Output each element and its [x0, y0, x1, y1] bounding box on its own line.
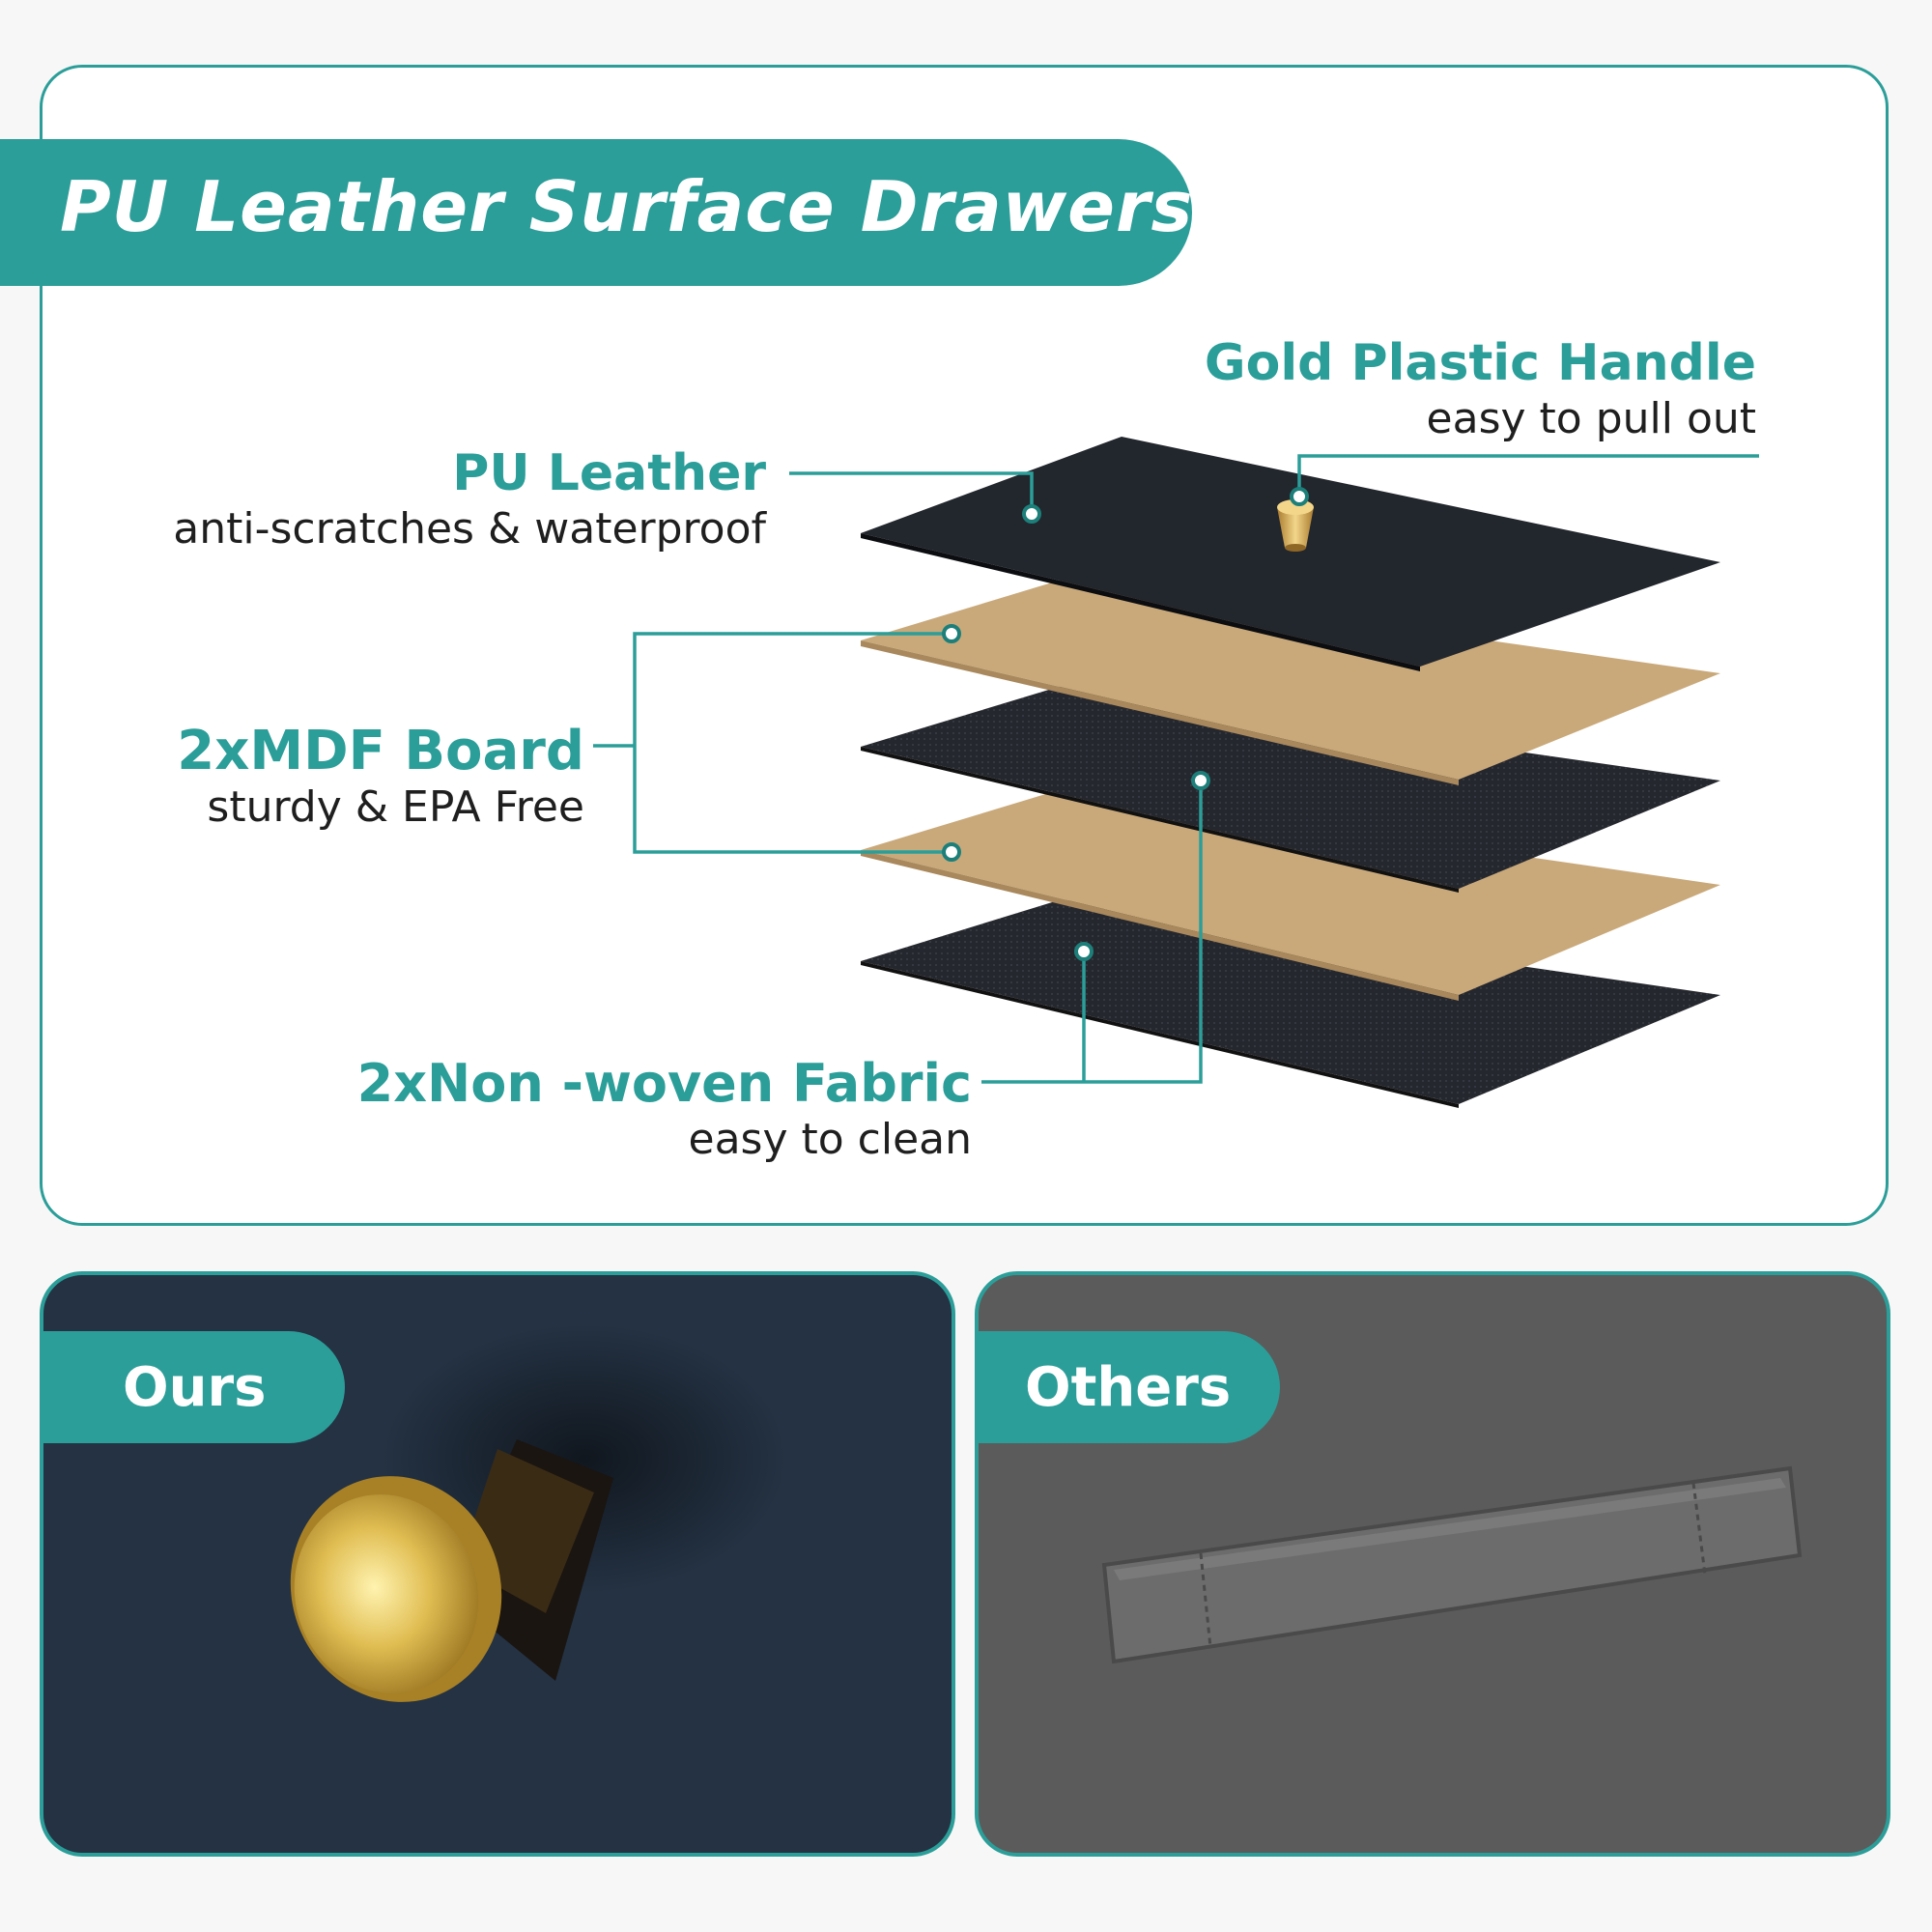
callout-handle-subtitle: easy to pull out [1426, 394, 1756, 443]
callout-handle-title: Gold Plastic Handle [1204, 334, 1756, 392]
leather-layer [861, 437, 1720, 671]
callout-mdf-subtitle: sturdy & EPA Free [207, 782, 584, 832]
callout-mdf-title: 2xMDF Board [177, 720, 584, 782]
callout-leather: PU Leather anti-scratches & waterproof [173, 444, 766, 556]
callout-leather-title: PU Leather [452, 444, 766, 502]
callout-lines [593, 454, 1759, 1084]
callout-leather-subtitle: anti-scratches & waterproof [173, 504, 766, 554]
ours-label: Ours [123, 1356, 267, 1419]
title-banner: PU Leather Surface Drawers [0, 139, 1192, 286]
callout-mdf: 2xMDF Board sturdy & EPA Free [177, 723, 584, 835]
callout-fabric: 2xNon -woven Fabric easy to clean [357, 1055, 972, 1167]
callout-handle: Gold Plastic Handle easy to pull out [1205, 334, 1756, 446]
callout-fabric-subtitle: easy to clean [688, 1115, 972, 1164]
others-panel: Others [975, 1271, 1890, 1857]
mdf-layer-lower [861, 789, 1720, 1001]
others-tag: Others [979, 1331, 1280, 1443]
page-title: PU Leather Surface Drawers [60, 166, 1194, 247]
others-strap-photo [1101, 1465, 1803, 1664]
ours-tag: Ours [43, 1331, 345, 1443]
callout-dots [942, 487, 1309, 961]
mdf-layer-upper [861, 580, 1720, 785]
fabric-layer-middle [861, 686, 1720, 893]
layer-diagram [593, 437, 1759, 1108]
others-label: Others [1025, 1356, 1232, 1419]
callout-fabric-title: 2xNon -woven Fabric [356, 1053, 972, 1114]
ours-panel: Ours [40, 1271, 955, 1857]
ours-knob-photo [290, 1323, 787, 1702]
